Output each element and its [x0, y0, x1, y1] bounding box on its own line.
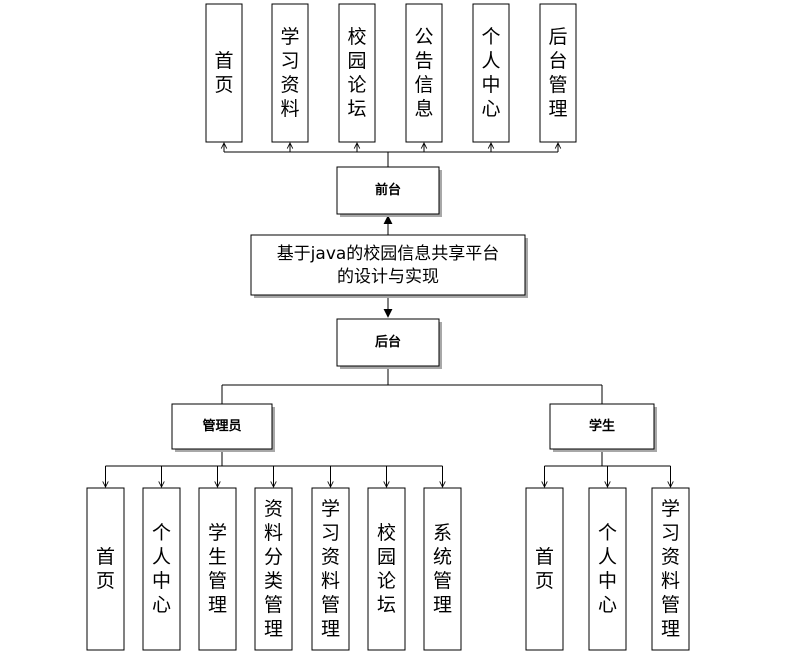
admin-module-label: 资料分类管理: [264, 498, 283, 640]
front-module-1-frame: [205, 3, 243, 143]
front-module-5-frame: [472, 3, 510, 143]
student-module-label: 首页: [535, 546, 554, 592]
admin-module-2: 个人中心: [142, 487, 181, 651]
diagram-nodes: 首页学习资料校园论坛公告信息个人中心后台管理前台基于java的校园信息共享平台的…: [86, 3, 690, 651]
student-module-label: 个人中心: [598, 522, 617, 616]
front-module-6-frame: [539, 3, 577, 143]
student-node: 学生: [549, 403, 657, 452]
back-node: 后台: [336, 318, 442, 369]
admin-module-1-frame: [86, 487, 125, 651]
front-module-4: 公告信息: [405, 3, 443, 143]
admin-module-label: 首页: [96, 546, 115, 592]
student-module-2-frame: [588, 487, 627, 651]
student-label: 学生: [589, 418, 615, 434]
admin-module-5-frame: [311, 487, 350, 651]
front-module-label: 公告信息: [414, 26, 433, 120]
front-module-label: 后台管理: [548, 26, 567, 120]
student-module-1-frame: [525, 487, 564, 651]
admin-module-1: 首页: [86, 487, 125, 651]
front-node-frame: [336, 166, 440, 215]
admin-module-7-frame: [423, 487, 462, 651]
front-module-label: 校园论坛: [347, 26, 366, 120]
admin-module-label: 学习资料管理: [321, 498, 340, 640]
front-module-2: 学习资料: [271, 3, 309, 143]
front-module-1: 首页: [205, 3, 243, 143]
admin-module-6-frame: [367, 487, 406, 651]
back-label: 后台: [375, 334, 401, 350]
title-line-1: 基于java的校园信息共享平台: [277, 244, 500, 264]
front-module-3-frame: [338, 3, 376, 143]
admin-module-4: 资料分类管理: [254, 487, 293, 651]
front-label: 前台: [375, 182, 401, 198]
admin-module-label: 系统管理: [433, 522, 452, 616]
student-node-frame: [549, 403, 655, 450]
admin-module-2-frame: [142, 487, 181, 651]
admin-node: 管理员: [171, 403, 275, 452]
front-module-2-frame: [271, 3, 309, 143]
title-line-2: 的设计与实现: [337, 267, 439, 287]
admin-module-4-frame: [254, 487, 293, 651]
admin-module-label: 校园论坛: [377, 522, 396, 616]
student-module-3-frame: [651, 487, 690, 651]
front-module-6: 后台管理: [539, 3, 577, 143]
front-module-4-frame: [405, 3, 443, 143]
admin-module-7: 系统管理: [423, 487, 462, 651]
front-module-label: 学习资料: [280, 26, 299, 120]
admin-module-3: 学生管理: [198, 487, 237, 651]
admin-module-3-frame: [198, 487, 237, 651]
title-node-frame: [250, 234, 526, 296]
front-node: 前台: [336, 166, 442, 217]
admin-label: 管理员: [202, 418, 241, 434]
front-module-label: 个人中心: [481, 26, 500, 120]
back-node-frame: [336, 318, 440, 367]
admin-module-5: 学习资料管理: [311, 487, 350, 651]
front-module-label: 首页: [214, 50, 233, 96]
admin-module-label: 个人中心: [152, 522, 171, 616]
student-module-2: 个人中心: [588, 487, 627, 651]
connector-lines: [106, 143, 671, 487]
student-module-3: 学习资料管理: [651, 487, 690, 651]
admin-node-frame: [171, 403, 273, 450]
admin-module-label: 学生管理: [208, 522, 227, 616]
front-module-3: 校园论坛: [338, 3, 376, 143]
admin-module-6: 校园论坛: [367, 487, 406, 651]
student-module-label: 学习资料管理: [661, 498, 680, 640]
front-module-5: 个人中心: [472, 3, 510, 143]
student-module-1: 首页: [525, 487, 564, 651]
